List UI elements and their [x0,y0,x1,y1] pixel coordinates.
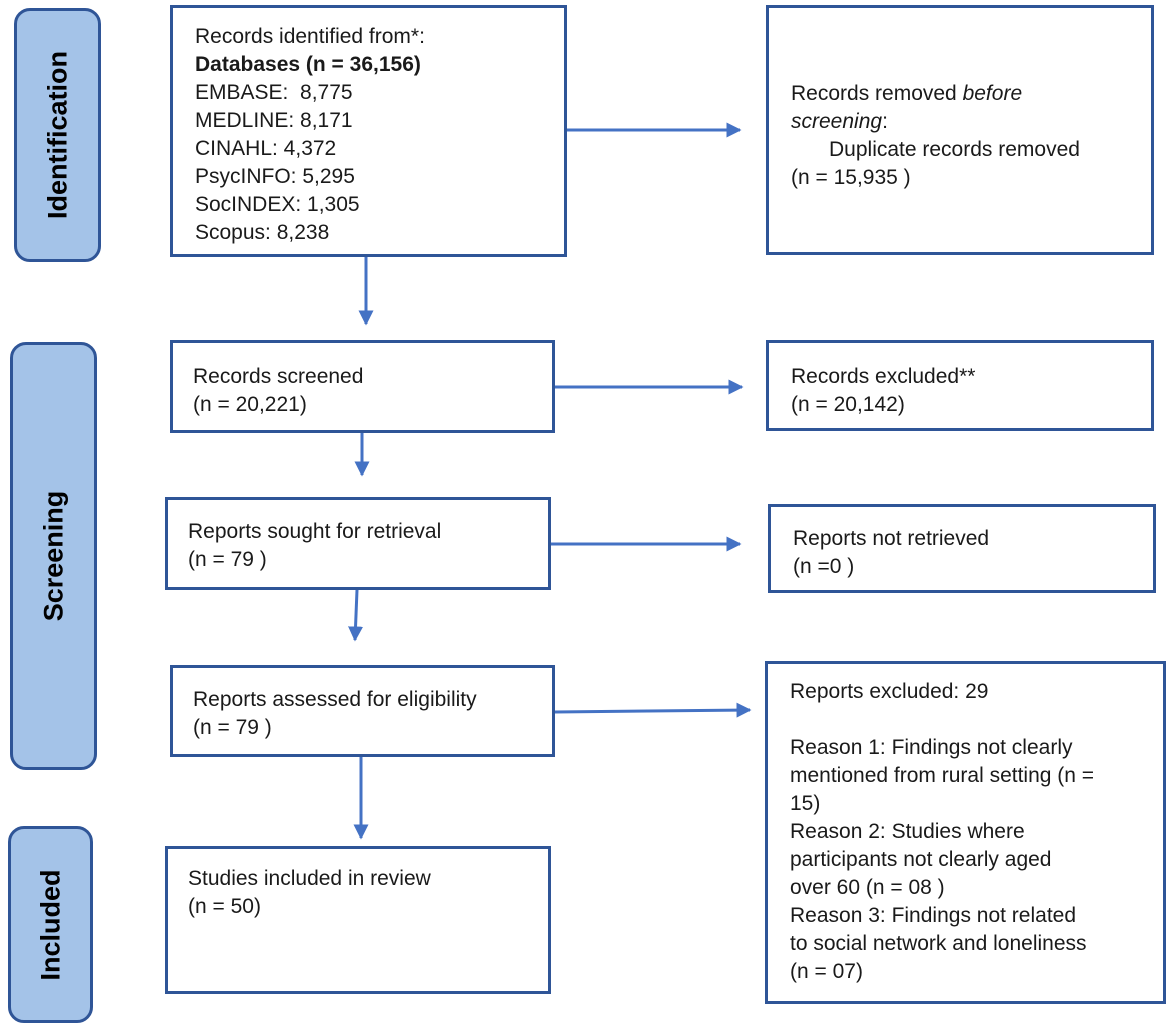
records-excluded-box: Records excluded** (n = 20,142) [766,340,1154,431]
reports-excluded-reason-line: 15) [790,792,821,815]
reports-excluded-reason-line: to social network and loneliness [790,932,1087,955]
records-excluded-count: (n = 20,142) [791,393,905,416]
reports-sought-box: Reports sought for retrieval (n = 79 ) [165,497,551,590]
records-removed-item: Duplicate records removed [829,138,1080,161]
reports-not-retrieved-count: (n =0 ) [793,555,855,578]
source-scopus: Scopus: 8,238 [195,221,330,244]
phase-included: Included [8,826,93,1023]
records-identified-databases: Databases (n = 36,156) [195,53,421,76]
records-removed-box: Records removed before screening: Duplic… [766,5,1154,255]
source-medline: MEDLINE: 8,171 [195,109,353,132]
records-excluded-title: Records excluded** [791,365,976,388]
reports-excluded-box: Reports excluded: 29 Reason 1: Findings … [765,661,1166,1004]
reports-excluded-reason-line: Reason 2: Studies where [790,820,1025,843]
arrow-assessed-to-excluded [554,702,752,718]
records-screened-title: Records screened [193,365,364,388]
reports-excluded-reason-line: Reason 1: Findings not clearly [790,736,1073,759]
source-socindex: SocINDEX: 1,305 [195,193,360,216]
studies-included-box: Studies included in review (n = 50) [165,846,551,994]
reports-not-retrieved-box: Reports not retrieved (n =0 ) [768,504,1156,593]
studies-included-title: Studies included in review [188,867,431,890]
source-psycinfo: PsycINFO: 5,295 [195,165,355,188]
studies-included-count: (n = 50) [188,895,261,918]
reports-excluded-reason-line: Reason 3: Findings not related [790,904,1077,927]
reports-excluded-reason-line: participants not clearly aged [790,848,1052,871]
reports-assessed-count: (n = 79 ) [193,716,272,739]
reports-excluded-reason-line: mentioned from rural setting (n = [790,764,1095,787]
records-screened-box: Records screened (n = 20,221) [170,340,555,433]
reports-assessed-box: Reports assessed for eligibility (n = 79… [170,665,555,757]
records-removed-title-line1: Records removed before [791,82,1023,105]
arrow-sought-to-assessed [348,589,364,642]
phase-identification: Identification [14,8,101,262]
records-screened-count: (n = 20,221) [193,393,307,416]
source-cinahl: CINAHL: 4,372 [195,137,337,160]
source-embase: EMBASE: 8,775 [195,81,353,104]
reports-excluded-reason-line: over 60 (n = 08 ) [790,876,945,899]
records-identified-box: Records identified from*: Databases (n =… [170,5,567,257]
records-identified-title: Records identified from*: [195,25,425,48]
reports-excluded-title: Reports excluded: 29 [790,680,989,703]
reports-assessed-title: Reports assessed for eligibility [193,688,477,711]
phase-screening: Screening [10,342,97,770]
reports-not-retrieved-title: Reports not retrieved [793,527,990,550]
reports-excluded-reason-line: (n = 07) [790,960,863,983]
records-removed-title-line2: screening: [791,110,888,133]
reports-sought-count: (n = 79 ) [188,548,267,571]
records-removed-count: (n = 15,935 ) [791,166,911,189]
reports-sought-title: Reports sought for retrieval [188,520,442,543]
